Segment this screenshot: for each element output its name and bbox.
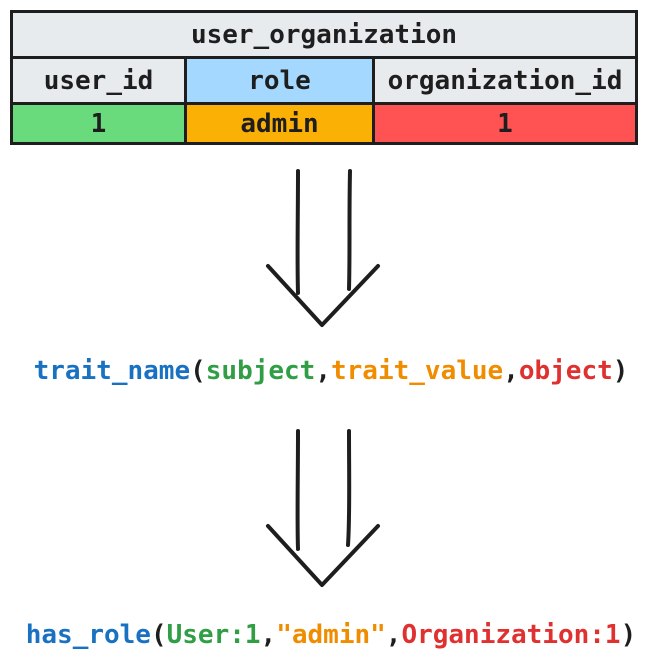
cell-role: admin [187, 105, 375, 142]
cell-user-id: 1 [13, 105, 187, 142]
formula-comma: , [385, 620, 402, 650]
example-trait-formula: has_role(User:1,"admin",Organization:1) [0, 620, 662, 650]
cell-organization-id: 1 [375, 105, 635, 142]
column-header-role: role [187, 59, 375, 105]
formula-open-paren: ( [190, 356, 206, 386]
down-arrow-icon [266, 429, 380, 587]
formula-open-paren: ( [150, 620, 167, 650]
table-title: user_organization [13, 13, 635, 59]
formula-comma: , [315, 356, 331, 386]
formula-name: has_role [25, 620, 151, 650]
column-header-organization-id: organization_id [375, 59, 635, 105]
formula-name: trait_name [33, 356, 191, 386]
down-arrow-icon [266, 169, 380, 327]
user-organization-table: user_organization user_id role organizat… [10, 10, 638, 145]
formula-comma: , [260, 620, 277, 650]
formula-object: Organization:1 [401, 620, 621, 650]
formula-subject: User:1 [166, 620, 261, 650]
formula-subject: subject [205, 356, 316, 386]
formula-close-paren: ) [620, 620, 637, 650]
formula-close-paren: ) [612, 356, 629, 386]
column-header-user-id: user_id [13, 59, 187, 105]
formula-trait-value: "admin" [276, 620, 386, 650]
formula-trait-value: trait_value [331, 356, 504, 386]
formula-comma: , [503, 356, 519, 386]
generic-trait-formula: trait_name(subject,trait_value,object) [0, 356, 662, 386]
formula-object: object [518, 356, 613, 386]
